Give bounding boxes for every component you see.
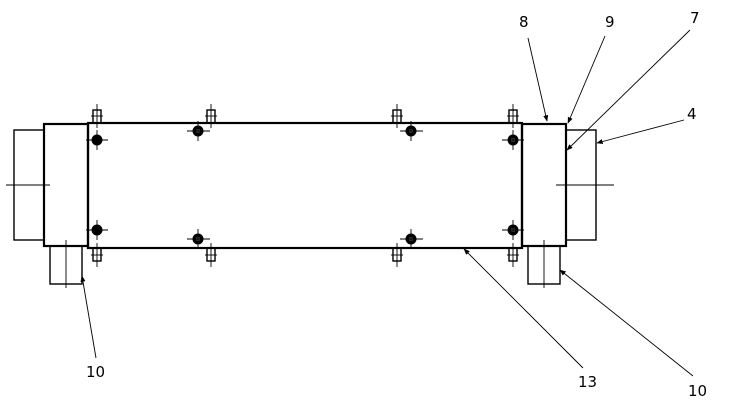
hole [187,229,210,249]
hole [502,130,524,150]
hole [400,229,423,249]
bolt [391,243,403,267]
bolt [91,243,103,267]
bolt [205,243,217,267]
top-bolts [91,104,519,128]
callout-13: 13 [578,373,597,391]
bolt [507,243,519,267]
leader-13 [463,248,584,369]
leader-8 [527,37,549,122]
hole [187,121,210,141]
leader-9 [567,35,606,124]
hole [86,220,108,240]
bottom-bolts [91,243,519,267]
leader-10-right [559,269,694,377]
top-holes [86,121,524,150]
leader-10-left [80,275,97,359]
callout-4: 4 [687,105,697,123]
callout-8: 8 [519,13,529,31]
leader-4 [596,119,685,144]
hole [502,220,524,240]
hole [86,130,108,150]
bottom-holes [86,220,524,249]
hole [400,121,423,141]
bolt [91,104,103,128]
main-body [86,121,524,250]
callout-7: 7 [690,9,700,27]
left-flange [42,122,90,248]
callout-10-right: 10 [688,382,707,400]
bolt [391,104,403,128]
callout-9: 9 [605,13,615,31]
leader-7 [566,29,691,151]
callout-10-left: 10 [86,363,105,381]
bolt [507,104,519,128]
bolt [205,104,217,128]
